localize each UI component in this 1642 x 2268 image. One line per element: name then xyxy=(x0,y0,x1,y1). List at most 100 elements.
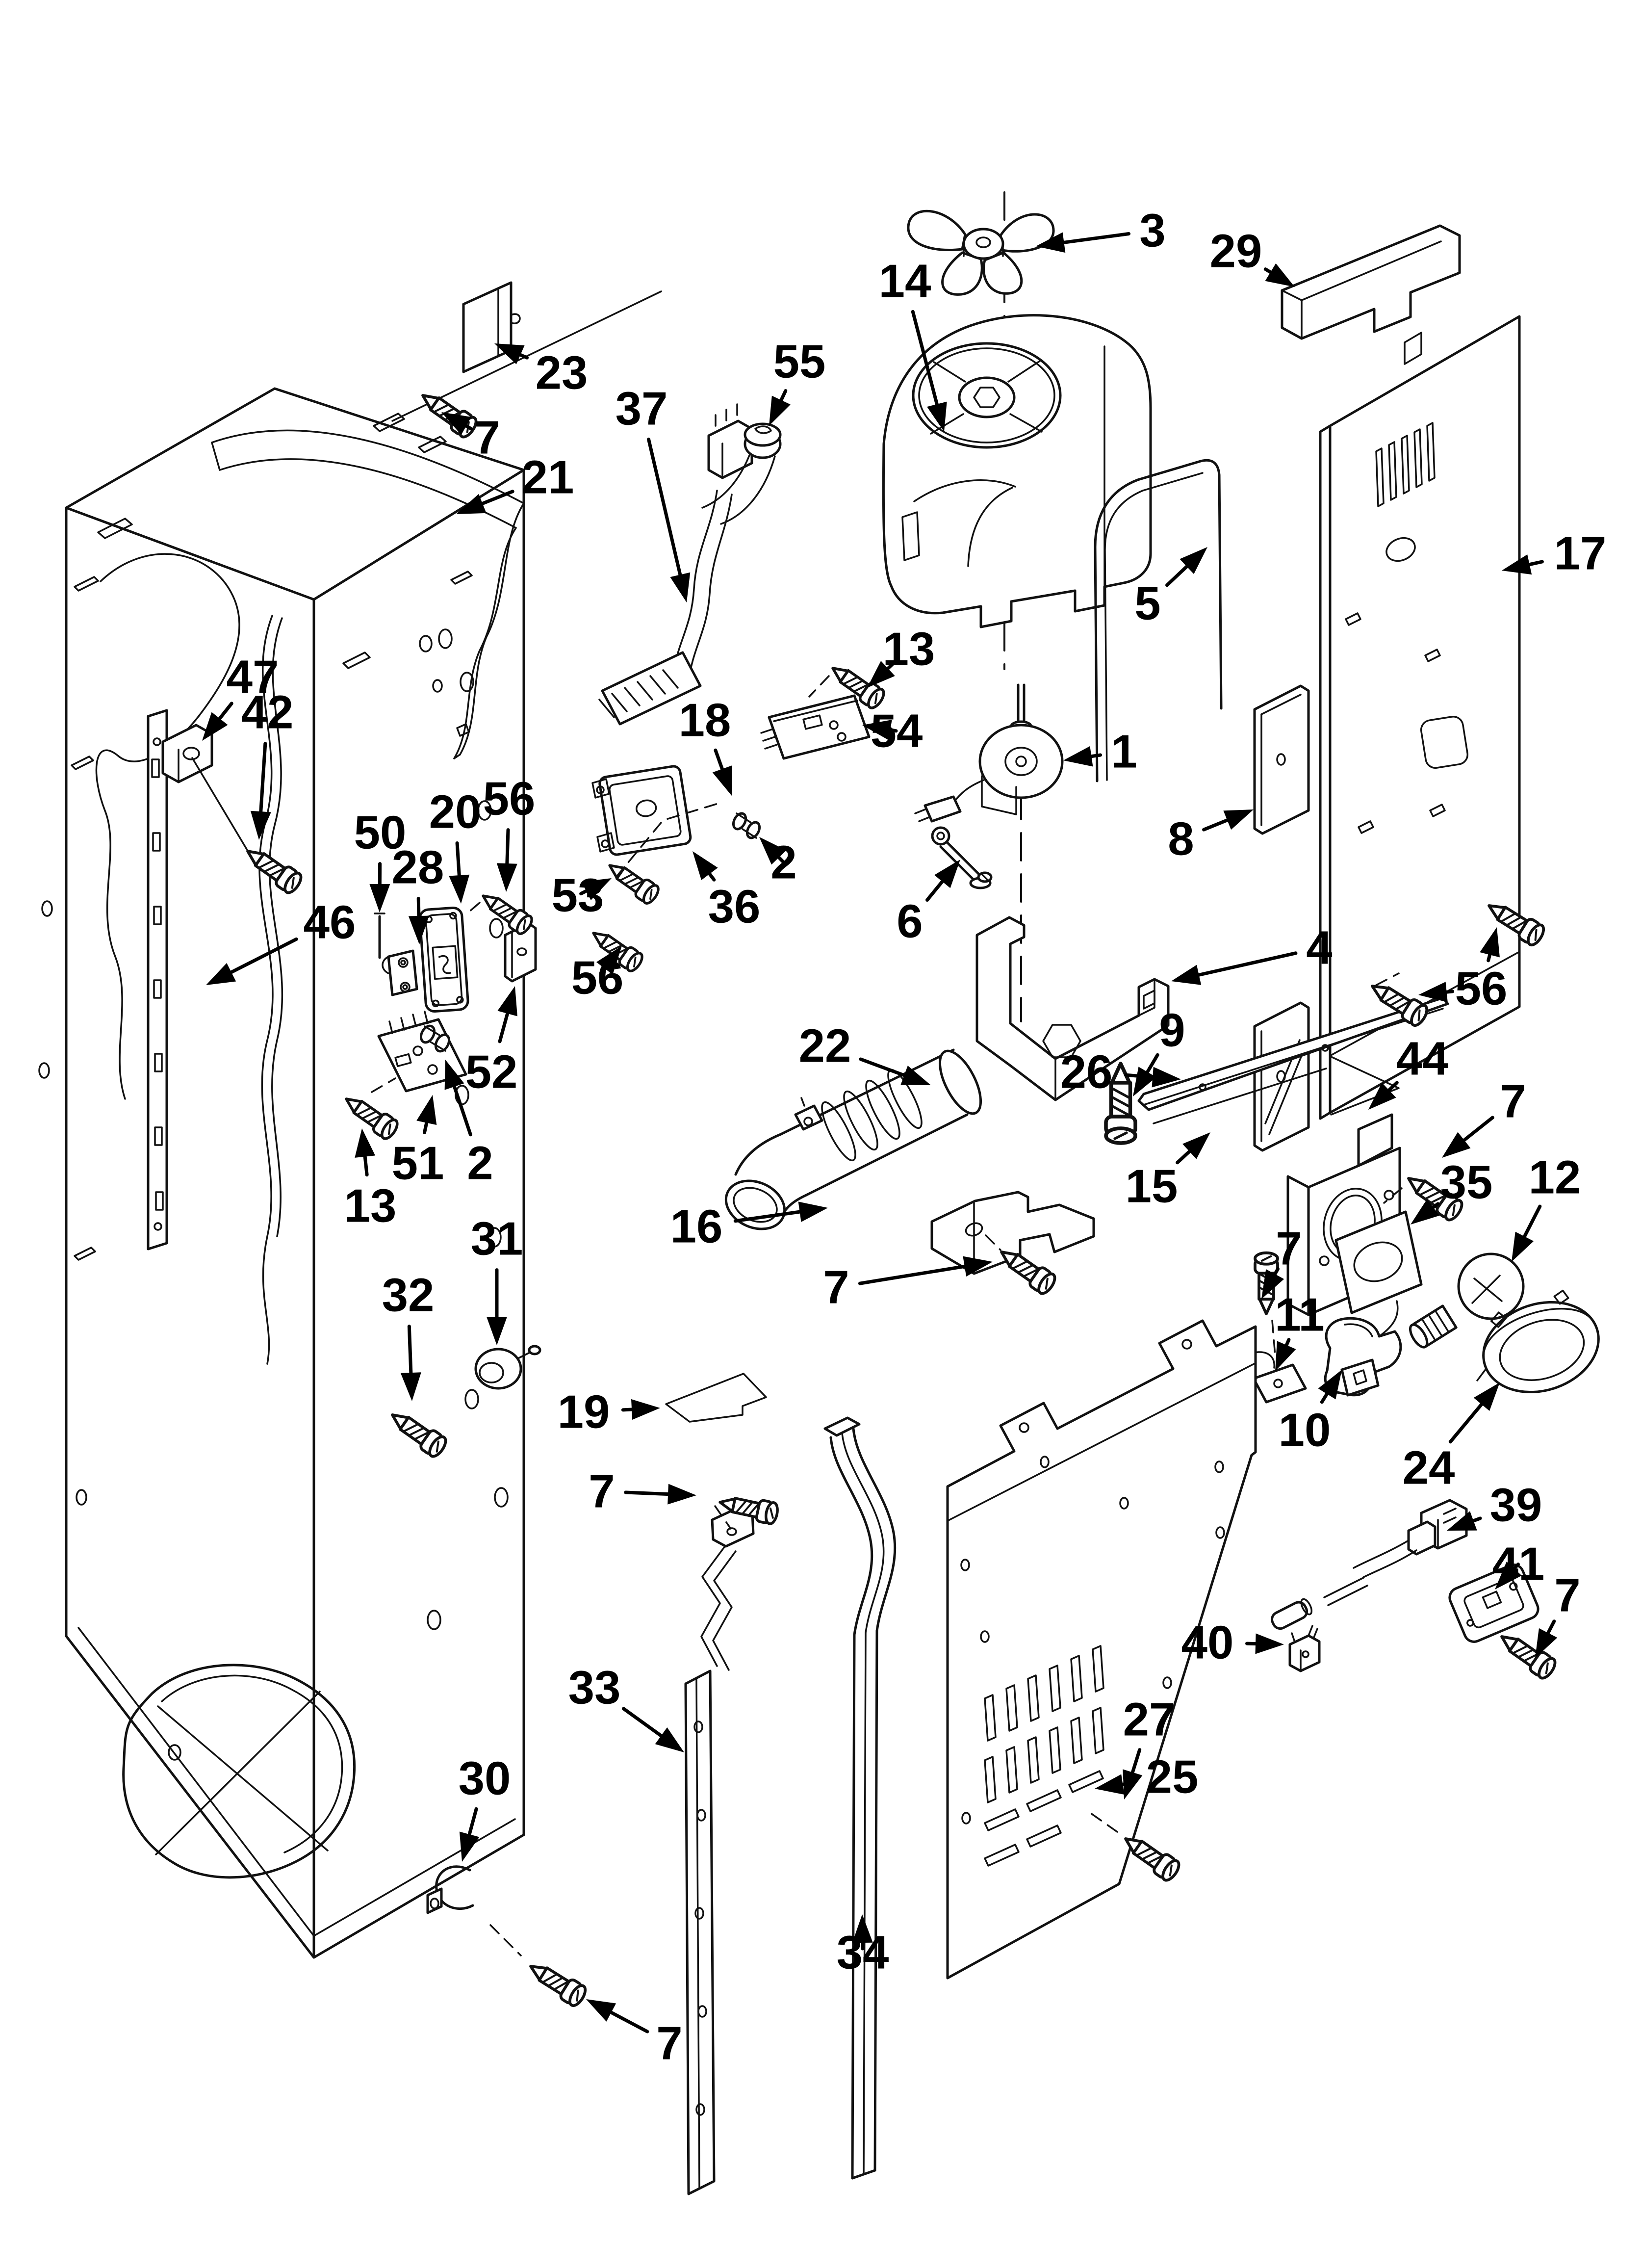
callout-1-12: 1 xyxy=(1063,726,1137,778)
callout-number: 13 xyxy=(883,623,935,676)
callout-7-40: 7 xyxy=(1261,1223,1302,1299)
callout-arrowhead xyxy=(670,572,691,602)
callout-arrowhead xyxy=(852,1914,873,1943)
callout-number: 21 xyxy=(522,451,574,504)
callout-arrowhead xyxy=(631,1399,660,1420)
callout-arrow xyxy=(1143,1053,1159,1077)
callout-7-51: 7 xyxy=(823,1256,993,1314)
callout-number: 15 xyxy=(1126,1160,1178,1213)
callout-arrowhead xyxy=(1447,1511,1477,1531)
callout-arrow xyxy=(606,2008,649,2033)
callout-arrow xyxy=(1202,817,1233,832)
rear-panel-17 xyxy=(1319,315,1521,1120)
callout-number: 40 xyxy=(1181,1616,1234,1669)
callout-arrow xyxy=(1124,1073,1158,1079)
callout-7-53: 7 xyxy=(589,1465,696,1518)
callout-number: 14 xyxy=(879,255,931,308)
cabinet-interior-face xyxy=(312,469,525,1959)
callout-13-9: 13 xyxy=(867,623,935,688)
callout-42-14: 42 xyxy=(241,686,293,840)
callout-arrowhead xyxy=(441,412,471,435)
callout-26-35: 26 xyxy=(1060,1046,1181,1098)
callout-number: 11 xyxy=(1275,1289,1324,1341)
callout-arrowhead xyxy=(1152,1067,1181,1088)
hole xyxy=(460,672,474,692)
callout-number: 16 xyxy=(670,1200,723,1253)
callout-number: 2 xyxy=(467,1137,493,1190)
callout-number: 35 xyxy=(1440,1156,1493,1209)
callout-arrowhead xyxy=(355,1128,376,1158)
pin-50 xyxy=(374,912,385,959)
callout-arrowhead xyxy=(400,1372,421,1401)
callout-number: 46 xyxy=(304,896,356,949)
slot xyxy=(97,518,133,539)
callout-28-22: 28 xyxy=(392,841,444,944)
light-shield-24 xyxy=(1476,1289,1600,1394)
callout-51-29: 51 xyxy=(392,1095,444,1190)
motor-bracket-4 xyxy=(975,916,1170,1101)
callout-32-55: 32 xyxy=(382,1269,434,1401)
track-46 xyxy=(147,709,168,1251)
callout-14-2: 14 xyxy=(879,255,947,432)
callout-arrowhead xyxy=(596,946,622,975)
callout-arrowhead xyxy=(798,1201,828,1222)
callout-21-7: 21 xyxy=(456,451,574,514)
hole xyxy=(464,1389,479,1409)
callout-56-21: 56 xyxy=(483,773,536,892)
callout-arrowhead xyxy=(769,395,791,426)
callout-number: 12 xyxy=(1529,1151,1581,1204)
callout-arrowhead xyxy=(1182,1132,1210,1159)
callout-arrow xyxy=(859,1057,910,1079)
callout-arrow xyxy=(505,828,510,869)
freezer-liner-cabinet xyxy=(38,387,525,1959)
callout-number: 6 xyxy=(897,895,923,948)
callout-arrowhead xyxy=(581,878,612,900)
hole xyxy=(489,918,504,938)
callout-9-33: 9 xyxy=(1133,1004,1185,1096)
callout-8-15: 8 xyxy=(1168,809,1254,865)
callout-33-58: 33 xyxy=(568,1662,684,1752)
callout-arrow xyxy=(455,841,462,881)
callout-20-20: 20 xyxy=(429,786,481,904)
wire-clip-40 xyxy=(1288,1625,1321,1672)
liner-contour xyxy=(258,615,274,1365)
callout-arrowhead xyxy=(759,837,787,865)
callout-arrowhead xyxy=(494,343,525,365)
callout-number: 22 xyxy=(799,1020,851,1072)
callout-arrowhead xyxy=(867,661,895,688)
callout-arrow xyxy=(647,438,683,580)
callout-number: 37 xyxy=(616,383,668,435)
callout-number: 5 xyxy=(1134,577,1160,630)
slot xyxy=(450,571,473,585)
callout-number: 4 xyxy=(1306,922,1332,974)
callout-arrowhead xyxy=(1095,1774,1125,1795)
callout-18-11: 18 xyxy=(679,694,732,796)
callout-54-10: 54 xyxy=(862,705,923,757)
callout-arrow xyxy=(1129,1748,1142,1778)
callout-7-37: 7 xyxy=(1442,1075,1526,1158)
callout-arrowhead xyxy=(900,1066,931,1085)
wire-bail-5 xyxy=(1094,459,1223,782)
callout-arrow xyxy=(451,1081,472,1137)
callout-4-18: 4 xyxy=(1171,922,1333,985)
connector-cap-55 xyxy=(701,422,782,525)
callout-number: 10 xyxy=(1279,1404,1331,1457)
callout-arrowhead xyxy=(250,810,271,840)
fan-blade-3 xyxy=(907,209,1055,296)
callout-number: 13 xyxy=(344,1180,397,1232)
callout-number: 56 xyxy=(483,773,536,825)
callout-31-54: 31 xyxy=(471,1213,523,1345)
callout-arrow xyxy=(1165,562,1192,587)
callout-arrowhead xyxy=(862,720,892,740)
callout-arrow xyxy=(466,1807,478,1840)
hole xyxy=(487,1227,502,1248)
control-board-54 xyxy=(760,694,871,760)
callout-number: 1 xyxy=(1111,726,1137,778)
bushing-2-upper xyxy=(732,812,761,839)
hole xyxy=(494,1487,509,1508)
side-trim-33 xyxy=(684,1506,755,2195)
callout-number: 41 xyxy=(1492,1538,1545,1590)
thermostat-plate-36 xyxy=(591,765,692,856)
lamp-socket-10 xyxy=(1324,1300,1402,1397)
